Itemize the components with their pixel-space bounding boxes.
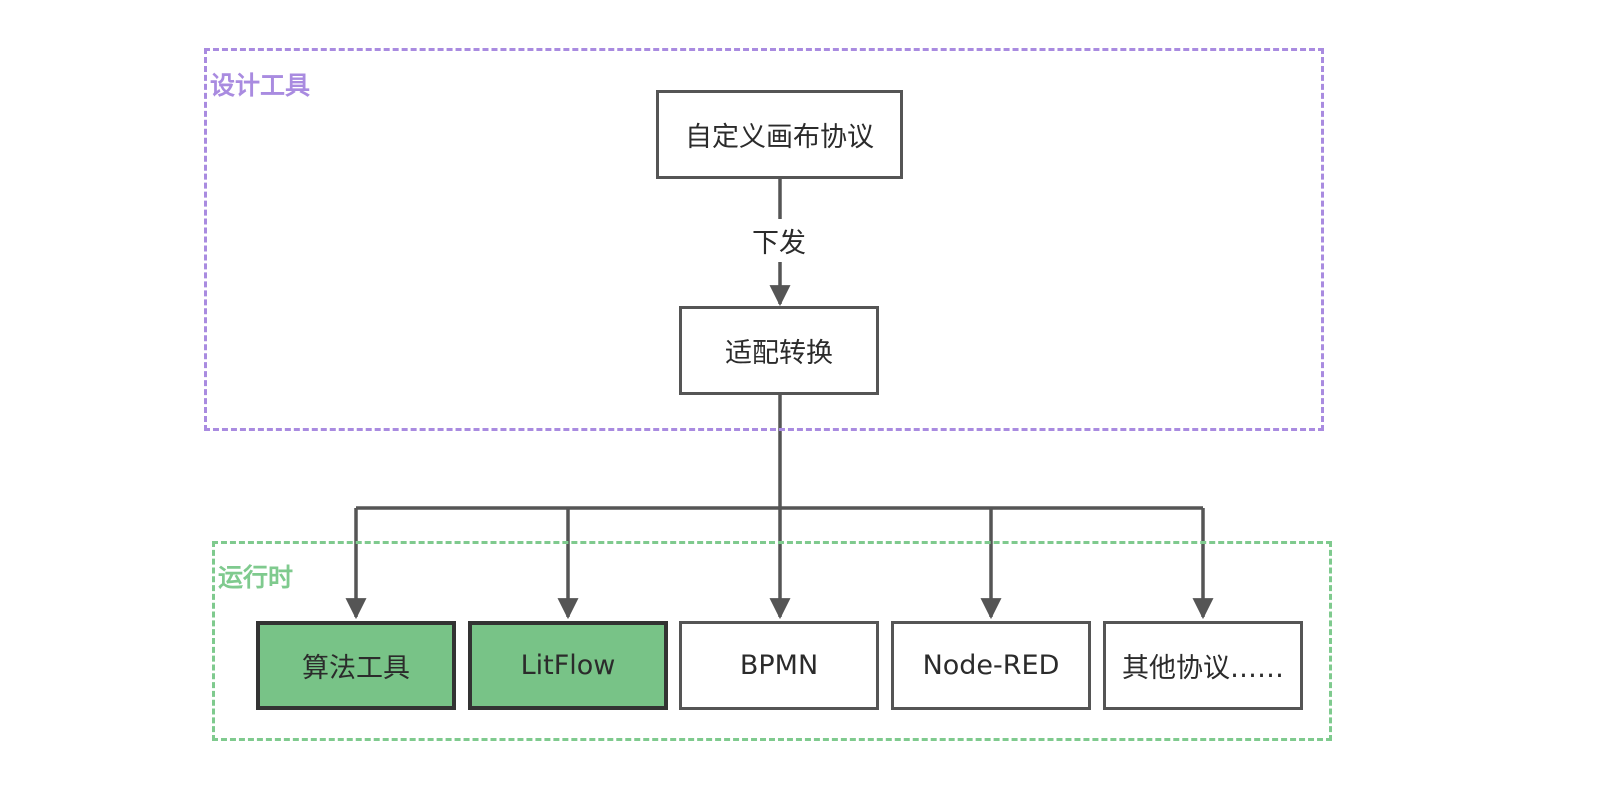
runtime-group — [212, 541, 1332, 741]
algorithm-tool-node: 算法工具 — [256, 621, 456, 710]
runtime-group-label: 运行时 — [218, 563, 294, 592]
design-tools-group — [204, 48, 1324, 431]
custom-canvas-protocol-node: 自定义画布协议 — [656, 90, 903, 179]
node-red-node: Node-RED — [891, 621, 1091, 710]
dispatch-edge-label: 下发 — [748, 219, 810, 262]
adapter-conversion-node: 适配转换 — [679, 306, 879, 395]
bpmn-node: BPMN — [679, 621, 879, 710]
design-tools-group-label: 设计工具 — [210, 71, 311, 100]
other-protocols-node: 其他协议…… — [1103, 621, 1303, 710]
litflow-node: LitFlow — [468, 621, 668, 710]
